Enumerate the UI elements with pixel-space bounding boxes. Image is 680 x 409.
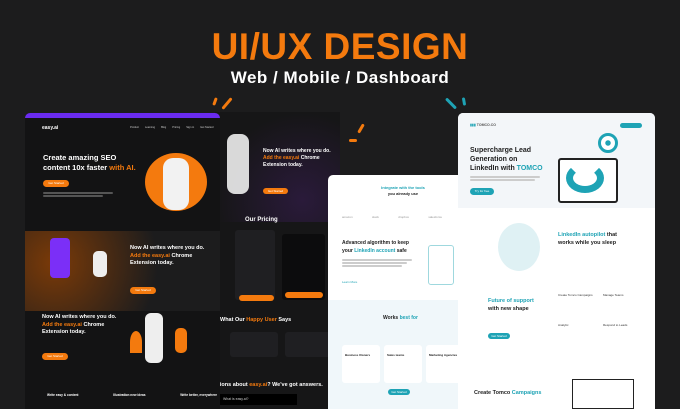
testimonial-card (285, 332, 333, 357)
future-heading: Future of support with new shape (488, 298, 534, 312)
testimonial-card (230, 332, 278, 357)
section-heading: Now AI writes where you do. (263, 148, 331, 154)
get-started-button[interactable]: Get Started (488, 333, 510, 339)
pricing-cta[interactable] (239, 295, 274, 301)
logo-salesforce: salesforce (428, 215, 442, 219)
try-free-button[interactable]: Try for free (470, 188, 494, 195)
section-heading: Now AI writes where you do. (130, 245, 205, 251)
page-subtitle: Web / Mobile / Dashboard (230, 68, 450, 87)
dashboard-preview (572, 379, 634, 409)
logo-amazon: amazon (342, 215, 353, 219)
testimonials-heading: What Our Happy User Says (220, 317, 292, 323)
audience-card: Business Owners (342, 345, 380, 383)
heading-highlight: Add the easy.ai (263, 155, 301, 161)
tomco-landing-mockup: ▮▮▮ TOMCO.CO Supercharge Lead Generation… (458, 113, 655, 409)
logo: ▮▮▮ TOMCO.CO (470, 123, 496, 127)
feature-item: Respond to Leads (603, 323, 628, 327)
hero-heading: content 10x faster (43, 163, 110, 172)
autopilot-heading: LinkedIn autopilot that works while you … (558, 232, 617, 246)
people-illustration (50, 238, 70, 278)
decor-dash (221, 97, 233, 110)
hero-heading: Supercharge Lead Generation on LinkedIn … (470, 147, 543, 172)
hero-get-started-button[interactable]: Get Started (43, 180, 69, 187)
hero-heading: Create amazing SEO (43, 153, 117, 162)
hero-highlight: with AI. (109, 163, 136, 172)
desk-illustration (428, 245, 454, 285)
feature-grid: Create Tomco Campaigns Manage Teams Anal… (558, 293, 648, 327)
heading-text: Extension today. (263, 162, 303, 168)
get-started-button[interactable]: Get Started (388, 389, 410, 395)
nav-item[interactable]: Product (130, 126, 139, 129)
partner-logos: amazon slack dropbox salesforce (342, 215, 442, 219)
nav-item[interactable]: Blog (161, 126, 167, 129)
pricing-card (235, 230, 275, 300)
announcement-bar (25, 113, 220, 118)
heading-text: Chrome (300, 155, 320, 161)
easyai-pricing-mockup: Now AI writes where you do. Add the easy… (215, 112, 340, 409)
decor-dash (444, 97, 458, 110)
faq-heading: stions about easy.ai? We've got answers. (215, 382, 323, 388)
feature-item: Write better, everywhere (180, 393, 217, 397)
section-heading: Now AI writes where you do. (42, 314, 117, 320)
easyai-landing-mockup: easy.ai Product Learning Blog Pricing Si… (25, 113, 220, 409)
feature-item: Manage Teams (603, 293, 624, 297)
robot-figure (163, 158, 189, 210)
feature-item: Illustration new ideas (113, 393, 146, 397)
decor-dash (212, 97, 218, 106)
workspace-illustration (145, 313, 163, 363)
team-illustration (498, 223, 540, 271)
decor-dash (357, 123, 365, 134)
target-icon (598, 133, 618, 153)
feature-list: Write easy & content Illustration new id… (47, 393, 217, 397)
learn-more-link[interactable]: Learn More (342, 280, 358, 284)
decor-dash (461, 97, 467, 106)
works-heading: Works best for (383, 315, 418, 321)
nav-item[interactable]: Get Started (200, 126, 214, 129)
algorithm-heading: Advanced algorithm to keep your LinkedIn… (342, 240, 409, 254)
page-title: UI/UX DESIGN (211, 26, 469, 67)
feature-item: Write easy & content (47, 393, 79, 397)
audience-card: Sales teams (384, 345, 422, 383)
robot-illustration (227, 134, 249, 194)
nav-item[interactable]: Learning (144, 126, 156, 129)
get-started-button[interactable]: Get Started (42, 353, 68, 360)
nav: Product Learning Blog Pricing Sign in Ge… (130, 126, 213, 129)
nav-cta-button[interactable] (620, 123, 642, 128)
logo-dropbox: dropbox (398, 215, 409, 219)
pricing-title: Our Pricing (245, 217, 278, 223)
feature-item: Create Tomco Campaigns (558, 293, 593, 297)
pricing-card (282, 234, 325, 300)
campaigns-heading: Create Tomco Campaigns (474, 390, 542, 396)
decor-dash (349, 139, 357, 142)
get-started-button[interactable]: Get Started (263, 188, 288, 194)
logo-slack: slack (372, 215, 379, 219)
logo: easy.ai (42, 125, 59, 131)
nav-item[interactable]: Pricing (172, 126, 181, 129)
nav-item[interactable]: Sign in (186, 126, 195, 129)
get-started-button[interactable]: Get Started (130, 287, 156, 294)
feature-item: Analytic (558, 323, 569, 327)
faq-item[interactable]: What is easy.ai? (217, 394, 297, 405)
pricing-cta[interactable] (285, 292, 323, 298)
